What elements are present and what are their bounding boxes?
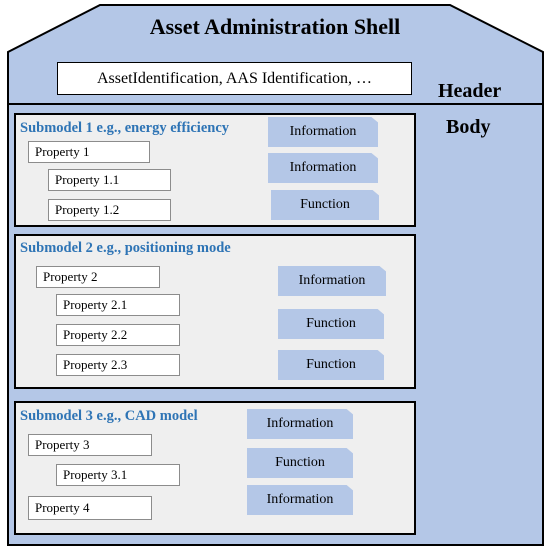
property-1: Property 1 <box>28 141 150 163</box>
property-2-1: Property 2.1 <box>56 294 180 316</box>
element-function: Function <box>278 309 384 339</box>
property-2-3: Property 2.3 <box>56 354 180 376</box>
element-information: Information <box>247 485 353 515</box>
property-1-2: Property 1.2 <box>48 199 171 221</box>
property-3: Property 3 <box>28 434 152 456</box>
element-information: Information <box>268 153 378 183</box>
page-title: Asset Administration Shell <box>149 14 401 39</box>
property-1-1: Property 1.1 <box>48 169 171 191</box>
element-information: Information <box>268 117 378 147</box>
element-information: Information <box>247 409 353 439</box>
submodel-1-title: Submodel 1 e.g., energy efficiency <box>20 120 230 136</box>
element-function: Function <box>271 190 379 220</box>
property-3-1: Property 3.1 <box>56 464 180 486</box>
body-label: Body <box>446 116 491 138</box>
element-function: Function <box>278 350 384 380</box>
element-function: Function <box>247 448 353 478</box>
identification-box: AssetIdentification, AAS Identification,… <box>57 62 412 95</box>
submodel-3-title: Submodel 3 e.g., CAD model <box>20 408 198 424</box>
element-information: Information <box>278 266 386 296</box>
property-4: Property 4 <box>28 496 152 520</box>
property-2: Property 2 <box>36 266 160 288</box>
header-label: Header <box>438 80 502 102</box>
property-2-2: Property 2.2 <box>56 324 180 346</box>
submodel-2-title: Submodel 2 e.g., positioning mode <box>20 240 231 256</box>
